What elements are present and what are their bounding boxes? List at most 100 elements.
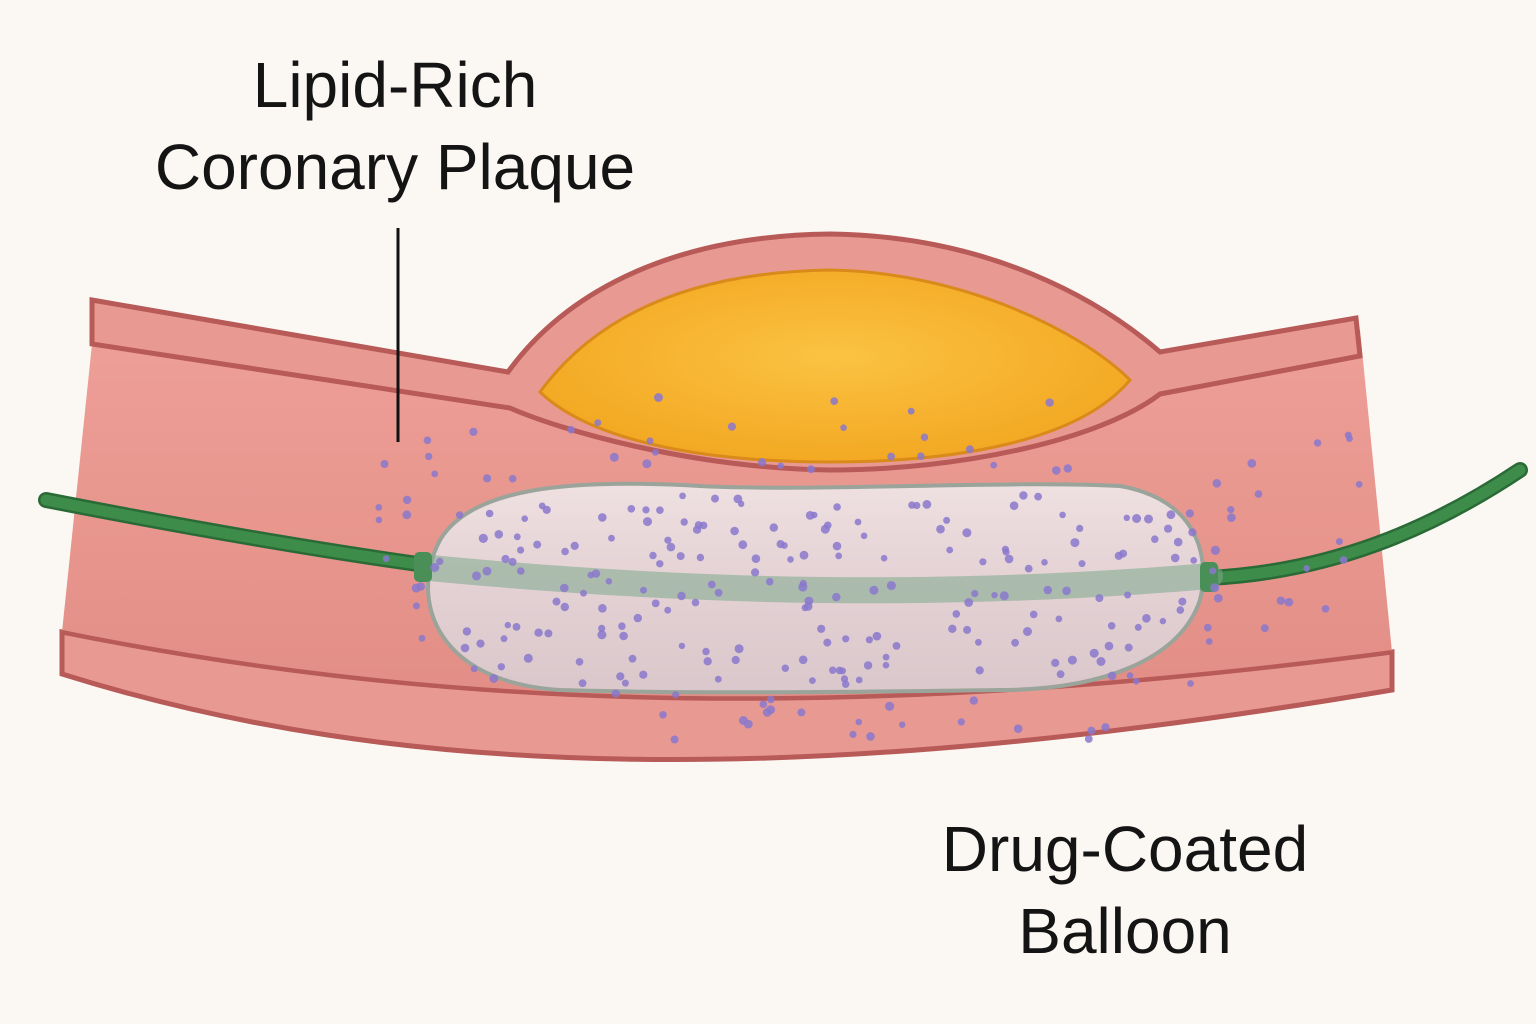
drug-particle: [965, 445, 974, 454]
drug-particle: [1205, 638, 1213, 645]
drug-particle: [1254, 490, 1263, 498]
drug-particle: [375, 516, 383, 524]
drug-particle: [628, 654, 637, 663]
drug-particle: [659, 711, 667, 719]
drug-particle: [1070, 538, 1080, 548]
drug-particle: [963, 625, 972, 634]
drug-particle: [1166, 510, 1176, 520]
drug-particle: [1107, 671, 1117, 681]
drug-particle: [597, 630, 607, 640]
drug-particle: [917, 452, 925, 461]
drug-particle: [758, 458, 767, 467]
drug-particle: [936, 524, 945, 534]
drug-particle: [804, 596, 814, 606]
drug-particle: [882, 661, 890, 669]
drug-particle: [598, 513, 607, 522]
drug-particle: [1009, 501, 1019, 511]
drug-particle: [627, 505, 636, 513]
drug-particle: [948, 624, 957, 633]
drug-particle: [1178, 597, 1187, 606]
drug-particle: [639, 670, 648, 679]
drug-particle: [1176, 606, 1185, 614]
drug-particle: [678, 642, 686, 650]
drug-particle: [431, 470, 439, 478]
drug-particle: [494, 530, 504, 539]
drug-particle: [1339, 556, 1348, 564]
drug-particle: [1101, 723, 1110, 732]
drug-particle: [517, 567, 525, 575]
drug-particle: [1303, 565, 1310, 572]
drug-particle: [738, 716, 748, 725]
drug-particle: [1059, 511, 1066, 519]
drug-particle: [810, 511, 818, 519]
drug-particle: [1214, 593, 1223, 603]
drug-particle: [418, 634, 426, 642]
drug-particle: [908, 501, 916, 509]
drug-particle: [1063, 464, 1073, 473]
drug-particle: [1078, 560, 1086, 568]
drug-particle: [1011, 638, 1019, 647]
drug-particle: [1227, 506, 1235, 514]
drug-particle: [943, 516, 951, 524]
drug-particle: [907, 407, 915, 415]
drug-particle: [854, 518, 862, 526]
drug-particle: [880, 554, 888, 562]
drug-particle: [1144, 514, 1153, 524]
drug-particle: [832, 541, 842, 551]
drug-particle: [979, 558, 987, 566]
drug-particle: [738, 500, 745, 508]
drug-particle: [680, 518, 688, 526]
drug-particle: [817, 624, 826, 633]
drug-particle: [849, 730, 857, 739]
drug-particle: [781, 664, 789, 672]
drug-particle: [769, 523, 778, 532]
drug-particle: [882, 653, 890, 661]
drug-particle: [1104, 641, 1114, 651]
drug-particle: [1055, 615, 1063, 623]
drug-particle: [469, 427, 478, 436]
drug-particle: [759, 700, 768, 708]
drug-particle: [751, 568, 760, 577]
drug-particle: [608, 534, 615, 542]
drug-particle: [801, 604, 809, 612]
drug-particle: [560, 583, 569, 593]
drug-particle: [1013, 724, 1023, 733]
drug-particle: [402, 495, 412, 505]
drug-particle: [1132, 514, 1142, 523]
drug-particle: [430, 563, 440, 572]
drug-particle: [1126, 672, 1134, 679]
drug-particle: [1052, 466, 1061, 475]
drug-particle: [646, 437, 654, 445]
drug-particle: [1051, 658, 1060, 668]
drug-particle: [863, 661, 873, 670]
drug-particle: [642, 459, 652, 469]
drug-particle: [512, 623, 521, 631]
drug-particle: [679, 492, 686, 500]
drug-particle: [618, 622, 626, 630]
drug-particle: [654, 393, 663, 402]
drug-particle: [787, 556, 794, 563]
drug-particle: [1284, 597, 1294, 607]
drug-particle: [1203, 623, 1212, 632]
drug-particle: [382, 555, 390, 563]
drug-particle: [570, 541, 579, 551]
drug-particle: [455, 511, 464, 519]
drug-particle: [1002, 548, 1010, 556]
drug-particle: [542, 505, 551, 514]
drug-particle: [1045, 398, 1054, 407]
drug-particle: [738, 540, 748, 550]
drug-particle: [885, 701, 895, 711]
drug-particle: [616, 672, 625, 681]
drug-particle: [702, 647, 710, 656]
drug-particle: [412, 602, 420, 610]
drug-particle: [575, 658, 584, 666]
drug-particle: [649, 551, 657, 560]
drug-particle: [1067, 655, 1077, 665]
drug-particle: [598, 604, 607, 613]
drug-particle: [886, 581, 896, 591]
drug-particle: [643, 517, 652, 527]
drug-particle: [402, 510, 412, 520]
drug-particle: [664, 606, 672, 614]
drug-particle: [633, 613, 642, 623]
drug-particle: [1023, 627, 1032, 636]
